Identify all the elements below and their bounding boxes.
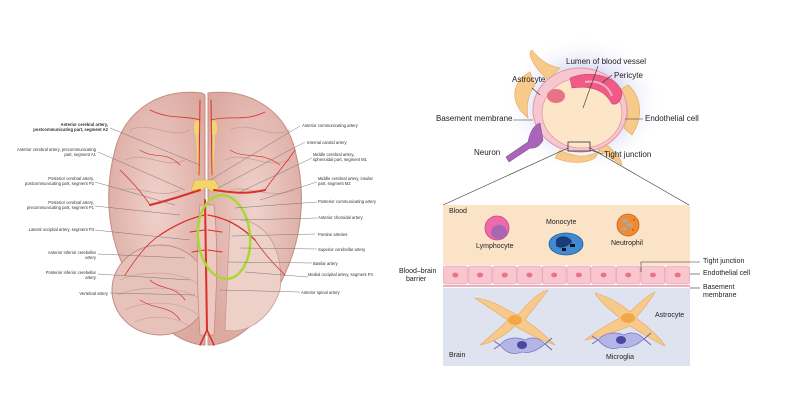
- brain-illustration: [94, 91, 318, 346]
- endothelial-nucleus: [452, 272, 459, 278]
- label-bbb-line1: Blood–brain: [399, 268, 437, 275]
- label-endothelial-side: Endothelial cell: [703, 270, 751, 277]
- label-vertebral: Vertebral artery: [79, 291, 108, 296]
- highlight-ellipse: [196, 193, 252, 281]
- optic-chiasm: [190, 179, 221, 193]
- label-sca: Superior cerebellar artery: [318, 247, 366, 252]
- neutrophil: [616, 213, 640, 237]
- endothelial-nucleus: [547, 89, 565, 103]
- neuron: [505, 122, 544, 163]
- astrocyte-endfeet: [514, 49, 640, 166]
- label-bbb-line2: barrier: [406, 276, 427, 283]
- olfactory-bulb-left: [194, 120, 200, 136]
- label-blood: Blood: [449, 208, 467, 215]
- label-neutrophil: Neutrophil: [611, 240, 643, 247]
- endothelial-nucleus: [674, 272, 681, 278]
- endothelial-nucleus: [477, 272, 484, 278]
- label-tight-junction-top: Tight junction: [604, 150, 652, 159]
- label-medial-occipital: Medial occipital artery, segment P4: [308, 272, 373, 277]
- label-pcom: Posterior communicating artery: [318, 199, 376, 204]
- label-basement-side-line1: Basement: [703, 284, 735, 291]
- bbb-illustration: [442, 35, 700, 366]
- label-astrocyte-bottom: Astrocyte: [655, 312, 685, 319]
- label-pca-p1: Posterior cerebral artery, precommunicat…: [26, 200, 94, 210]
- label-monocyte: Monocyte: [546, 219, 577, 226]
- label-acom: Anterior communicating artery: [302, 123, 358, 128]
- pericyte: [569, 73, 623, 105]
- tight-junction-box: [567, 141, 591, 152]
- label-aca-a1: Anterior cerebral artery, precommunicati…: [16, 147, 96, 157]
- endothelial-nucleus: [501, 272, 508, 278]
- label-tight-junction-side: Tight junction: [703, 258, 745, 265]
- olfactory-bulb-right: [211, 120, 217, 136]
- label-aca-a2: Anterior cerebral artery, postcommunicat…: [33, 122, 108, 132]
- brain-arteries-diagram: Anterior cerebral artery, postcommunicat…: [16, 91, 376, 346]
- endothelial-nucleus: [649, 272, 656, 278]
- label-anterior-choroidal: Anterior choroidal artery: [318, 215, 363, 220]
- label-basement-membrane-top: Basement membrane: [436, 114, 513, 123]
- lymphocyte: [484, 215, 510, 241]
- endothelial-nucleus: [625, 272, 632, 278]
- endothelial-cells: [443, 265, 690, 285]
- astrocyte-cell-right: [583, 291, 666, 347]
- blood-brain-barrier-diagram: Lumen of blood vessel Astrocyte Pericyte…: [380, 0, 800, 411]
- label-pontine: Pontine arteries: [318, 232, 348, 237]
- label-pericyte: Pericyte: [614, 71, 643, 80]
- label-brain: Brain: [449, 352, 466, 359]
- label-neuron: Neuron: [474, 148, 501, 157]
- astrocyte-cell-left: [473, 289, 556, 346]
- label-ica: Internal carotid artery: [307, 140, 347, 145]
- label-pca-p2: Posterior cerebral artery, postcommunica…: [24, 176, 94, 186]
- monocyte: [548, 232, 584, 256]
- label-anterior-spinal: Anterior spinal artery: [301, 290, 340, 295]
- endothelial-nucleus: [600, 272, 607, 278]
- label-mca-m1: Middle cerebral artery, sphenoidal part,…: [313, 152, 368, 162]
- label-microglia: Microglia: [606, 354, 635, 361]
- label-lymphocyte: Lymphocyte: [476, 243, 514, 250]
- microglia-right: [591, 332, 652, 349]
- label-basilar: Basilar artery: [313, 261, 338, 266]
- label-mca-m2: Middle cerebral artery, insular part, se…: [318, 176, 373, 186]
- label-basement-side-line2: membrane: [703, 292, 737, 299]
- label-lateral-occipital: Lateral occipital artery, segment P3: [28, 227, 94, 232]
- label-pica: Posterior inferior cerebellar artery: [45, 270, 96, 280]
- endothelial-nucleus: [526, 272, 533, 278]
- endothelial-nucleus: [575, 272, 582, 278]
- cerebellum: [111, 244, 209, 336]
- label-astrocyte-top: Astrocyte: [512, 75, 546, 84]
- label-lumen: Lumen of blood vessel: [566, 57, 647, 66]
- microglia-left: [493, 337, 553, 354]
- endothelial-nucleus: [551, 272, 558, 278]
- label-endothelial-top: Endothelial cell: [645, 114, 699, 123]
- label-aica: Anterior inferior cerebellar artery: [47, 250, 96, 260]
